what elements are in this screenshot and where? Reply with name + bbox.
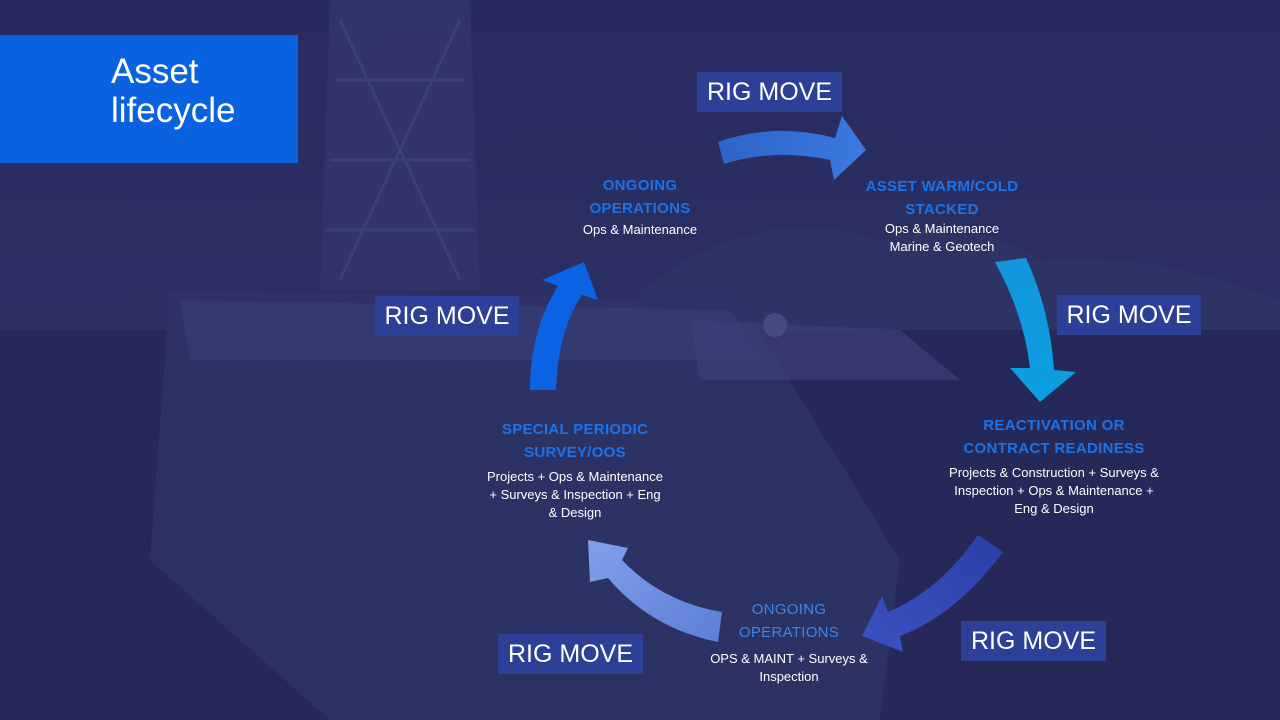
- rig-move-label-left: RIG MOVE: [375, 296, 519, 336]
- stage-title: ASSET WARM/COLD STACKED: [865, 178, 1019, 218]
- arrow-bottom-left: [588, 540, 722, 642]
- stage-ongoing-operations-top: ONGOING OPERATIONS Ops & Maintenance: [560, 174, 720, 239]
- stage-description: Ops & Maintenance: [582, 222, 698, 237]
- stage-title: ONGOING OPERATIONS: [738, 601, 840, 641]
- arrow-left: [530, 262, 598, 390]
- stage-title: REACTIVATION OR CONTRACT READINESS: [963, 417, 1145, 457]
- rig-move-label-bottom-left: RIG MOVE: [498, 634, 643, 674]
- stage-description: Ops & Maintenance Marine & Geotech: [884, 221, 1000, 254]
- stage-title: ONGOING OPERATIONS: [589, 177, 691, 217]
- stage-ongoing-operations-bottom: ONGOING OPERATIONS OPS & MAINT + Surveys…: [704, 598, 874, 686]
- stage-description: Projects + Ops & Maintenance + Surveys &…: [487, 469, 663, 520]
- stage-reactivation: REACTIVATION OR CONTRACT READINESS Proje…: [946, 414, 1162, 518]
- stage-description: Projects & Construction + Surveys & Insp…: [949, 465, 1159, 516]
- rig-move-label-top: RIG MOVE: [697, 72, 842, 112]
- stage-asset-stacked: ASSET WARM/COLD STACKED Ops & Maintenanc…: [852, 175, 1032, 256]
- title-box: [0, 35, 298, 163]
- arrow-top: [718, 116, 866, 180]
- arrow-right: [995, 258, 1076, 402]
- stage-description: OPS & MAINT + Surveys & Inspection: [710, 651, 868, 684]
- stage-title: SPECIAL PERIODIC SURVEY/OOS: [501, 421, 649, 461]
- slide-title: Asset lifecycle: [111, 52, 236, 130]
- rig-move-label-right: RIG MOVE: [1057, 295, 1201, 335]
- stage-special-periodic-survey: SPECIAL PERIODIC SURVEY/OOS Projects + O…: [485, 418, 665, 522]
- arrow-bottom-right: [862, 535, 1003, 652]
- rig-move-label-bottom-right: RIG MOVE: [961, 621, 1106, 661]
